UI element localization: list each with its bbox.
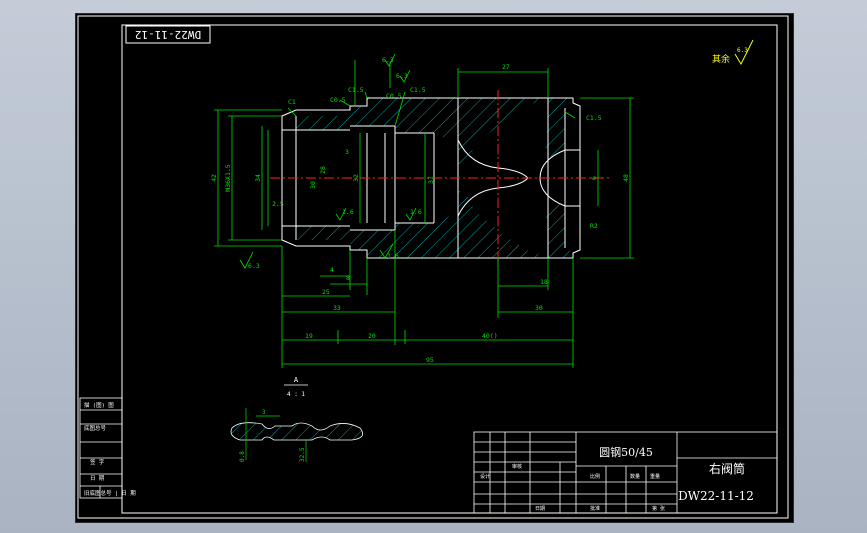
dim-d34: 34 [254, 174, 262, 182]
chamfer-c05-b: C0.5 [386, 92, 402, 100]
chamfer-c15-c: C1.5 [586, 114, 602, 122]
approve-label: 批准 [590, 505, 600, 512]
dim-d6: 6 [590, 176, 598, 180]
sidebar-label-1: 底图总号 [84, 424, 107, 432]
roughness-c: 1.6 [342, 208, 354, 216]
roughness-note: 其余 6.3 [712, 39, 754, 66]
material-text: 圆钢50/45 [599, 446, 653, 459]
sidebar-label-0: 描 (图) 图 [84, 401, 114, 409]
sidebar-label-4: 旧底图总号 | 日 期 [84, 489, 136, 497]
part-section-view [270, 90, 612, 270]
weight-label: 重量 [650, 473, 660, 480]
roughness-symbol-icon [734, 39, 754, 66]
drawing-number-box: DW22-11-12 [125, 25, 211, 44]
roughness-rest-value: 6.3 [737, 47, 748, 54]
dim-len-18: 18 [540, 278, 548, 286]
dim-len-30: 30 [535, 304, 543, 312]
detail-dim-3: 32.5 [299, 447, 306, 462]
detail-dim-2: 0.8 [239, 451, 246, 462]
dim-d37: 37 [427, 176, 435, 184]
part-code-text: DW22-11-12 [678, 489, 754, 503]
detail-scale: 4 : 1 [287, 391, 305, 398]
detail-view-a: A 4 : 1 3 0.8 32.5 [230, 376, 364, 462]
dim-len-8: 8 [346, 274, 350, 282]
chamfer-c15-b: C1.5 [410, 86, 426, 94]
dim-27: 27 [502, 63, 510, 71]
sidebar-label-3: 日 期 [90, 475, 105, 482]
roughness-a: 6.3 [382, 56, 394, 64]
dim-len-25: 25 [322, 288, 330, 296]
roughness-d: 1.6 [410, 208, 422, 216]
dim-thread: M36X1.5 [224, 164, 232, 191]
qty-label: 数量 [630, 473, 640, 480]
roughness-e: 1.6 [387, 252, 399, 260]
roughness-b: 6.3 [396, 72, 408, 80]
chamfer-c15-a: C1.5 [348, 86, 364, 94]
designer-label: 设计 [480, 473, 490, 480]
checker-label: 审核 [512, 463, 522, 470]
dim-d28: 28 [319, 166, 327, 174]
title-block [473, 431, 778, 514]
left-sidebar-table [79, 397, 123, 499]
dimension-texts: 27 42 M36X1.5 34 30 28 32 37 6 48 2.5 3 … [210, 56, 630, 364]
dim-len-33: 33 [333, 304, 341, 312]
dim-r2: R2 [590, 222, 598, 230]
dim-len-95: 95 [426, 356, 434, 364]
detail-label: A [294, 376, 299, 384]
dim-len-19: 19 [305, 332, 313, 340]
detail-dim-1: 3 [262, 409, 266, 416]
inner-frame [121, 24, 778, 514]
title-block-text: 圆钢50/45 右阀筒 DW22-11-12 比例 数量 重量 设计 审核 日期… [480, 446, 754, 512]
dim-2-5: 2.5 [272, 200, 284, 208]
dim-len-20: 20 [368, 332, 376, 340]
sidebar-label-2: 签 字 [90, 458, 105, 466]
part-name-text: 右阀筒 [709, 461, 745, 476]
dim-d32: 32 [352, 174, 360, 182]
scale-label: 比例 [590, 473, 600, 480]
roughness-note-text: 其余 [712, 53, 730, 65]
date-label: 日期 [535, 506, 545, 512]
chamfer-c05-a: C0.5 [330, 96, 346, 104]
drawing-number-mirrored: DW22-11-12 [135, 28, 201, 41]
outer-frame [77, 15, 789, 519]
dim-len-40: 40() [482, 332, 498, 340]
dim-d48: 48 [622, 174, 630, 182]
roughness-f: 6.3 [248, 262, 260, 270]
sheet-label: 第 张 [652, 505, 665, 512]
chamfer-c1: C1 [288, 98, 296, 106]
dim-d42: 42 [210, 174, 218, 182]
dimension-lines [214, 53, 634, 368]
dim-len-4: 4 [330, 266, 334, 274]
detail-profile [230, 422, 364, 441]
left-sidebar-labels: 描 (图) 图 底图总号 签 字 日 期 旧底图总号 | 日 期 [84, 401, 136, 497]
dim-3: 3 [345, 148, 349, 156]
dim-d30: 30 [309, 181, 317, 189]
